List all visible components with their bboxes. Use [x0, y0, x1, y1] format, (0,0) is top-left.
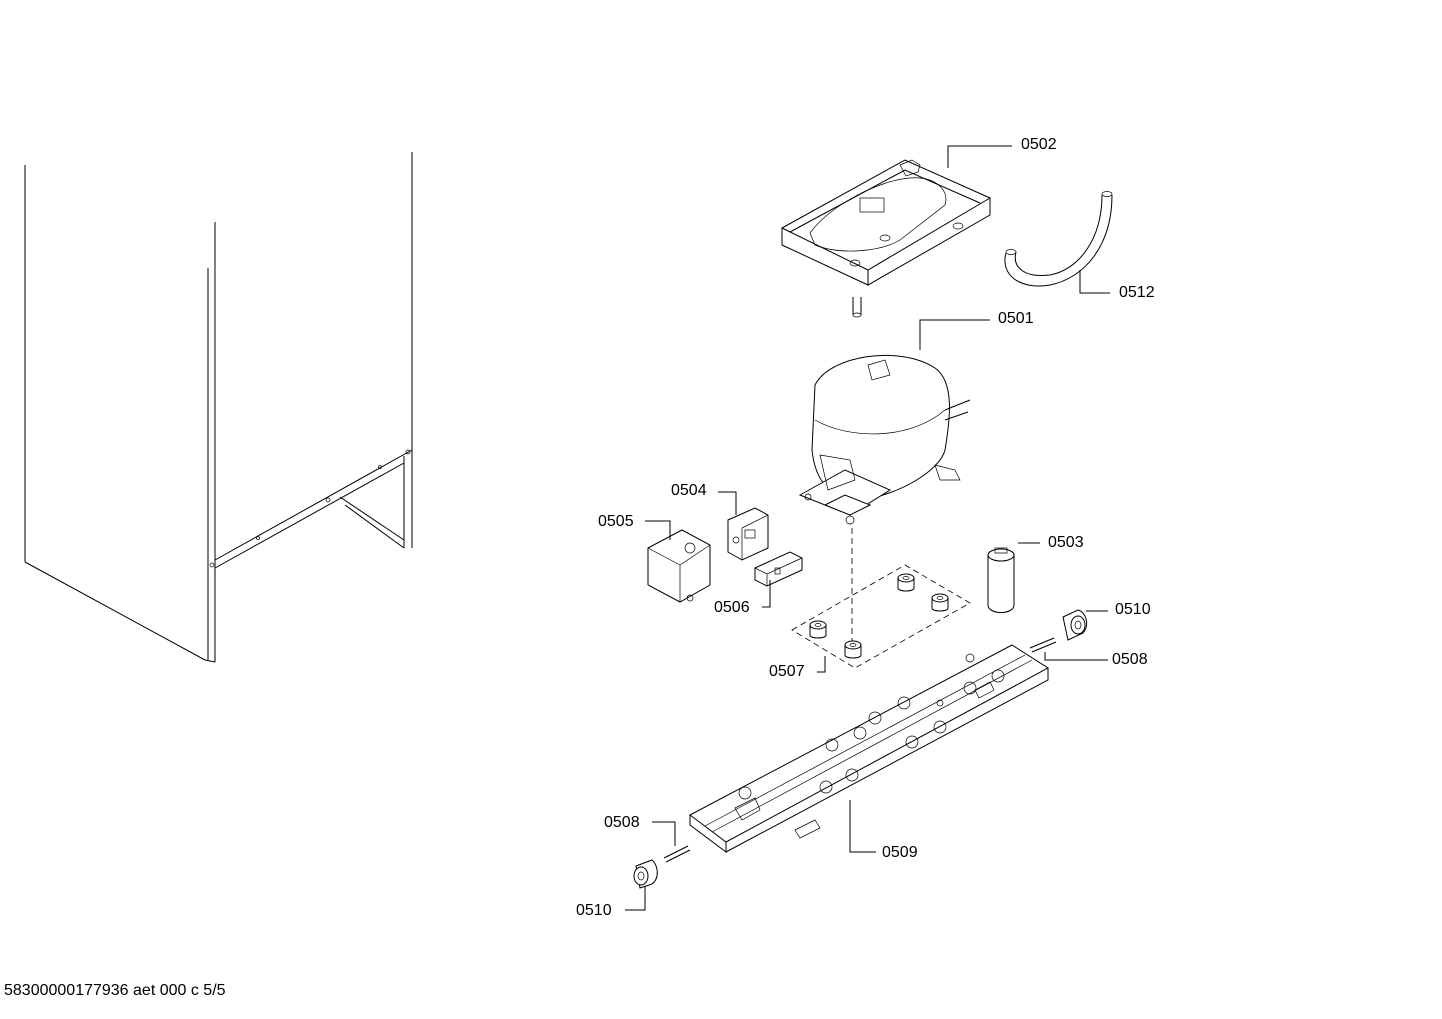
label-0510-right[interactable]: 0510	[1115, 601, 1151, 618]
part-0510-end-cap-left	[633, 859, 658, 889]
part-0510-end-cap-right	[1062, 609, 1088, 641]
label-0508-left[interactable]: 0508	[604, 814, 640, 831]
part-0502-compressor-cover	[781, 159, 991, 318]
mounting-guide	[791, 528, 971, 669]
label-0501[interactable]: 0501	[998, 310, 1034, 327]
part-0501-compressor	[798, 354, 971, 525]
document-reference: 58300000177936 aet 000 c 5/5	[4, 982, 226, 999]
label-0510-left[interactable]: 0510	[576, 902, 612, 919]
leader-lines	[625, 145, 1110, 911]
label-0503[interactable]: 0503	[1048, 534, 1084, 551]
label-0509[interactable]: 0509	[882, 844, 918, 861]
part-0508-pin-left	[663, 845, 691, 863]
label-0508-right[interactable]: 0508	[1112, 651, 1148, 668]
part-0504-relay	[727, 507, 769, 561]
label-0512[interactable]: 0512	[1119, 284, 1155, 301]
part-0509-base-rail	[689, 644, 1049, 853]
cabinet-outline	[24, 152, 413, 663]
part-0505-relay-cover	[647, 529, 711, 603]
label-0505[interactable]: 0505	[598, 513, 634, 530]
part-0512-tube	[1004, 191, 1113, 287]
label-0504[interactable]: 0504	[671, 482, 707, 499]
label-0507[interactable]: 0507	[769, 663, 805, 680]
label-0506[interactable]: 0506	[714, 599, 750, 616]
part-0503-dryer	[987, 547, 1015, 613]
part-0507-grommets	[809, 573, 949, 659]
label-0502[interactable]: 0502	[1021, 136, 1057, 153]
part-0506-plug	[754, 551, 803, 587]
part-0508-pin-right	[1029, 637, 1057, 653]
